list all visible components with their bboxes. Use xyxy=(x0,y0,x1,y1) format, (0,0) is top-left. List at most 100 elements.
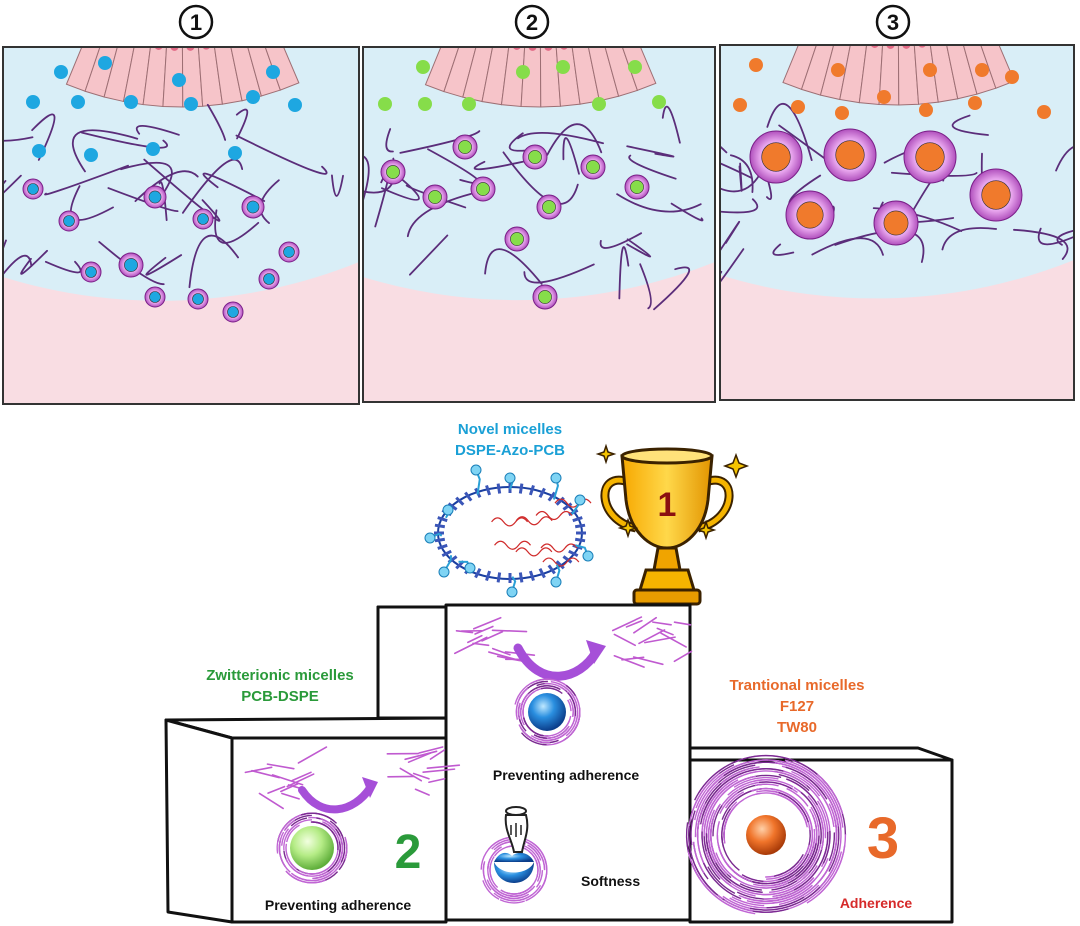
shell-fiber xyxy=(750,787,798,801)
nanoparticle xyxy=(418,97,432,111)
lipid-headgroup xyxy=(562,502,573,511)
mucus-panel-1 xyxy=(3,47,359,404)
shell-fiber xyxy=(803,845,819,873)
shell-fiber xyxy=(695,769,729,809)
shell-fiber xyxy=(772,888,809,904)
pcb-head xyxy=(442,504,454,516)
shell-fiber xyxy=(710,803,721,859)
mucus-fiber xyxy=(235,134,328,175)
shell-fiber xyxy=(544,682,566,691)
shell-fiber xyxy=(800,791,822,845)
fiber-stroke xyxy=(633,616,658,634)
micelle-core xyxy=(630,180,644,194)
shell-fiber xyxy=(504,888,534,897)
micelle-core xyxy=(586,160,600,174)
fiber-stroke xyxy=(621,656,645,661)
mucus-fiber xyxy=(517,131,604,145)
fiber-stroke xyxy=(412,772,430,780)
mucus-fiber xyxy=(720,173,761,193)
nanoparticle xyxy=(378,97,392,111)
mucus-fiber xyxy=(145,254,183,276)
shell-fiber xyxy=(796,864,814,882)
shell-fiber xyxy=(492,884,508,896)
shell-fiber xyxy=(344,836,348,860)
nanoparticle xyxy=(462,97,476,111)
shell-fiber xyxy=(290,817,308,827)
mucus-fiber xyxy=(618,246,630,300)
cell-nucleus xyxy=(466,33,474,41)
lipid-headgroup xyxy=(518,483,524,494)
mucus-panel-3 xyxy=(720,45,1074,400)
mucus-fiber xyxy=(720,248,745,284)
nanoparticle xyxy=(26,95,40,109)
shell-fiber xyxy=(816,806,838,885)
mucus-fiber xyxy=(214,209,260,244)
mucus-fiber xyxy=(1055,145,1074,172)
sparkle-icon xyxy=(617,517,639,539)
lipid-headgroup xyxy=(547,564,556,575)
lipid-headgroup xyxy=(434,523,446,529)
mucus-fiber xyxy=(941,227,998,251)
pcb-head xyxy=(504,472,516,484)
shell-fiber xyxy=(827,795,842,878)
micelle-core xyxy=(27,183,39,195)
fiber-stroke xyxy=(267,785,286,794)
shell-fiber xyxy=(810,806,820,827)
shell-fiber xyxy=(713,775,742,799)
shell-fiber xyxy=(714,768,784,793)
pcb-head xyxy=(550,576,562,588)
fiber-stroke xyxy=(429,749,446,760)
lipid-headgroup xyxy=(538,487,546,499)
shell-fiber xyxy=(755,792,800,810)
mucus-fiber xyxy=(3,174,22,195)
shell-fiber xyxy=(759,781,793,790)
micelle-core xyxy=(796,201,824,229)
shell-fiber xyxy=(482,862,492,891)
micelle-core xyxy=(538,290,552,304)
mucus-fiber xyxy=(44,260,82,274)
shell-fiber xyxy=(567,699,572,712)
shell-fiber xyxy=(521,732,547,746)
mucus-fiber xyxy=(670,202,704,222)
mucus-fiber xyxy=(188,234,239,289)
shell-fiber xyxy=(517,702,521,720)
cell-nucleus xyxy=(202,47,211,50)
nanoparticle xyxy=(877,90,891,104)
micelle-core xyxy=(458,140,472,154)
fiber-stroke xyxy=(455,630,474,634)
shell-fiber xyxy=(554,718,580,745)
micelle-core xyxy=(290,826,334,870)
zwitterionic-micelles-label: Zwitterionic micelles xyxy=(206,667,354,684)
center-caption: Preventing adherence xyxy=(493,767,639,783)
lipid-headgroup xyxy=(574,537,586,543)
nanoparticle xyxy=(733,98,747,112)
fiber-stroke xyxy=(673,621,692,626)
lipid-headgroup xyxy=(555,560,565,570)
arrow-icon xyxy=(513,643,601,681)
shell-fiber xyxy=(746,883,801,896)
shell-fiber xyxy=(756,790,775,793)
shell-fiber xyxy=(802,828,816,867)
panel-number-1: 1 xyxy=(190,10,202,35)
shell-fiber xyxy=(809,788,830,823)
mucus-fiber xyxy=(409,234,449,276)
deformed-core xyxy=(494,862,534,883)
arrow-head-icon xyxy=(362,777,378,798)
lipid-headgroup xyxy=(496,483,502,494)
micelle-core xyxy=(149,291,161,303)
shell-fiber xyxy=(794,843,817,878)
shell-fiber xyxy=(763,877,814,900)
nanoparticle xyxy=(831,63,845,77)
shell-fiber xyxy=(696,803,706,857)
fiber-stroke xyxy=(266,763,295,770)
shell-fiber xyxy=(774,865,795,877)
drug-chain xyxy=(535,510,573,521)
mucus-fiber xyxy=(639,263,652,310)
deformed-core xyxy=(494,852,534,862)
podium xyxy=(164,603,954,924)
nanoparticle xyxy=(71,95,85,109)
nanoparticle xyxy=(919,103,933,117)
fiber-stroke xyxy=(453,636,488,655)
shell-fiber xyxy=(280,828,290,846)
shell-fiber xyxy=(312,870,333,880)
